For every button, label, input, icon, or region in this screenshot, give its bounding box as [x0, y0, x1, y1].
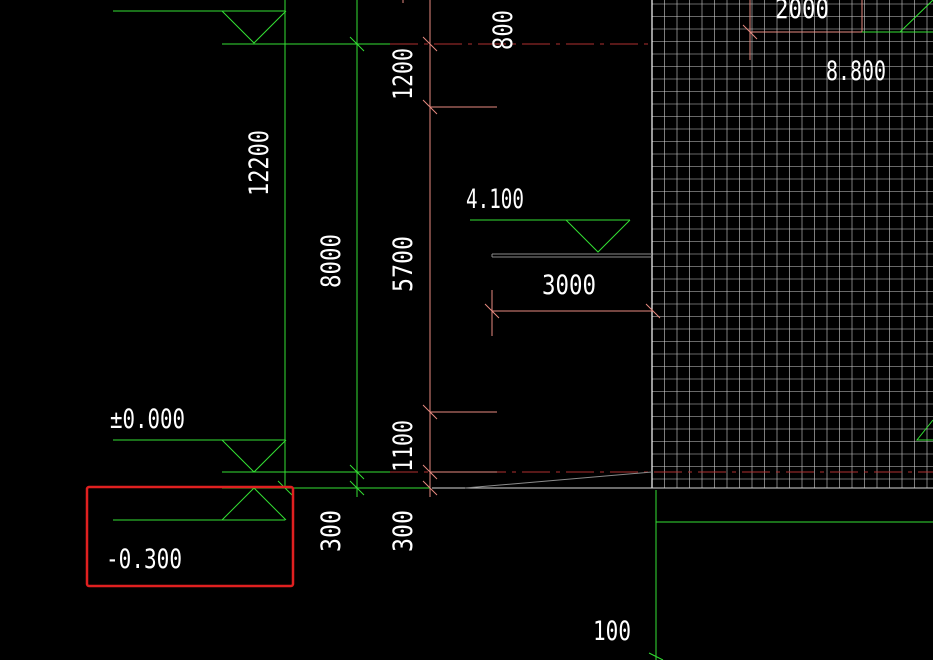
elevation-marker-m0300	[113, 487, 287, 521]
dimension-12200-label: 12200	[244, 130, 275, 196]
hatch-grid-area	[651, 0, 933, 488]
dimension-100-label: 100	[593, 616, 631, 647]
dimension-300-label-b: 300	[388, 510, 419, 552]
highlight-box	[85, 485, 295, 588]
elevation-marker-8800	[862, 0, 933, 33]
green-dimension-lines	[222, 0, 933, 660]
dimension-300-label-a: 300	[316, 510, 347, 552]
elevation-marker-4100	[470, 219, 631, 253]
elevation-0000-label: ±0.000	[110, 404, 185, 435]
salmon-dimension-lines	[402, 0, 863, 497]
dimension-5700-label: 5700	[388, 236, 419, 292]
elevation-m0300-label: -0.300	[106, 544, 182, 575]
dimension-3000-label: 3000	[542, 270, 596, 301]
dimension-2000-label: 2000	[775, 0, 829, 25]
elevation-marker-0000	[113, 439, 287, 473]
dimension-800-label: 800	[488, 10, 519, 50]
dimension-8000-label: 8000	[316, 234, 347, 288]
dimension-1100-label: 1100	[388, 420, 419, 472]
elevation-4100-label: 4.100	[466, 184, 524, 215]
dimension-1200-label: 1200	[388, 48, 419, 100]
elevation-marker-top	[113, 10, 287, 44]
elevation-8800-label: 8.800	[826, 56, 886, 87]
elevation-marker-right	[915, 419, 933, 441]
ground-lines	[390, 43, 933, 489]
